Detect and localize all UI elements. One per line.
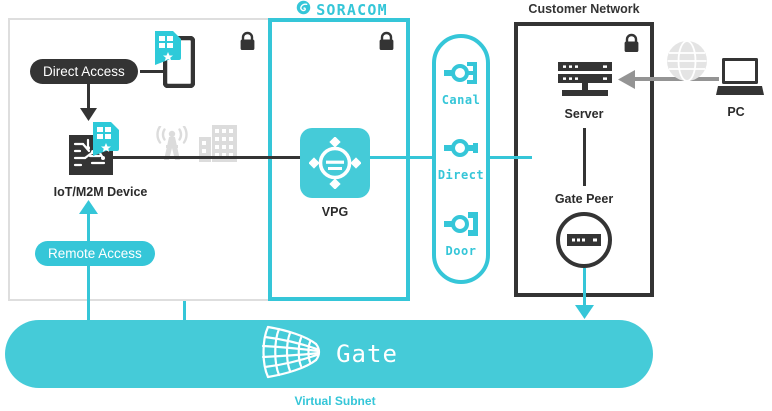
sim-card-icon — [155, 31, 181, 70]
lock-icon — [239, 31, 256, 56]
vpg-gear-icon — [300, 128, 370, 198]
connector-label: Canal — [441, 93, 481, 108]
office-building-icon — [199, 125, 237, 167]
gate-mesh-icon — [260, 324, 322, 385]
pc-to-server-line — [633, 77, 719, 81]
connector-option-direct[interactable]: Direct — [438, 135, 484, 182]
laptop-icon — [716, 58, 764, 103]
sim-card-icon — [93, 122, 119, 161]
connector-label: Door — [445, 243, 477, 258]
gate-peer-circle-icon — [556, 212, 612, 268]
gate-bar: Gate — [5, 320, 653, 388]
vpg-box-to-gate-line — [183, 301, 186, 323]
globe-icon — [666, 40, 708, 87]
connector-label: Direct — [437, 168, 485, 183]
direct-access-arrow-head — [80, 108, 97, 126]
server-to-gate-peer-line — [583, 128, 586, 186]
server-label: Server — [564, 107, 604, 121]
direct-access-connector-line — [140, 70, 164, 73]
soracom-brand: SORACOM — [262, 0, 422, 20]
virtual-subnet-label: Virtual Subnet — [294, 394, 376, 408]
vpg-label: VPG — [321, 205, 349, 219]
pc-to-server-arrow-head — [618, 70, 635, 94]
gate-peer-label: Gate Peer — [554, 192, 614, 206]
soracom-logo-text: SORACOM — [316, 1, 388, 19]
direct-access-arrow-shaft — [87, 84, 90, 112]
customer-network-title: Customer Network — [528, 2, 640, 16]
direct-plug-icon — [443, 135, 478, 166]
lock-icon — [378, 31, 395, 56]
iot-device-label: IoT/M2M Device — [53, 185, 148, 199]
pc-label: PC — [727, 105, 745, 119]
gate-peer-to-gate-shaft — [583, 268, 586, 308]
cell-tower-icon — [152, 125, 192, 167]
connector-option-door[interactable]: Door — [444, 211, 478, 258]
vpg-to-connector-line — [370, 156, 436, 159]
remote-access-arrow-shaft — [87, 212, 90, 322]
device-to-vpg-line — [112, 156, 304, 159]
connector-options-capsule: Canal Direct Door — [432, 34, 490, 284]
server-rack-icon — [556, 62, 614, 107]
gate-label: Gate — [336, 340, 398, 368]
gate-peer-to-gate-arrow-head — [575, 305, 594, 324]
door-plug-icon — [444, 211, 478, 242]
lock-icon — [623, 33, 640, 58]
soracom-logo-icon — [296, 0, 311, 20]
connector-to-customer-line — [486, 156, 532, 159]
connector-option-canal[interactable]: Canal — [442, 60, 481, 107]
remote-access-arrow-head — [79, 200, 98, 219]
canal-plug-icon — [444, 60, 478, 91]
remote-access-badge: Remote Access — [35, 241, 155, 266]
direct-access-badge: Direct Access — [30, 59, 138, 84]
